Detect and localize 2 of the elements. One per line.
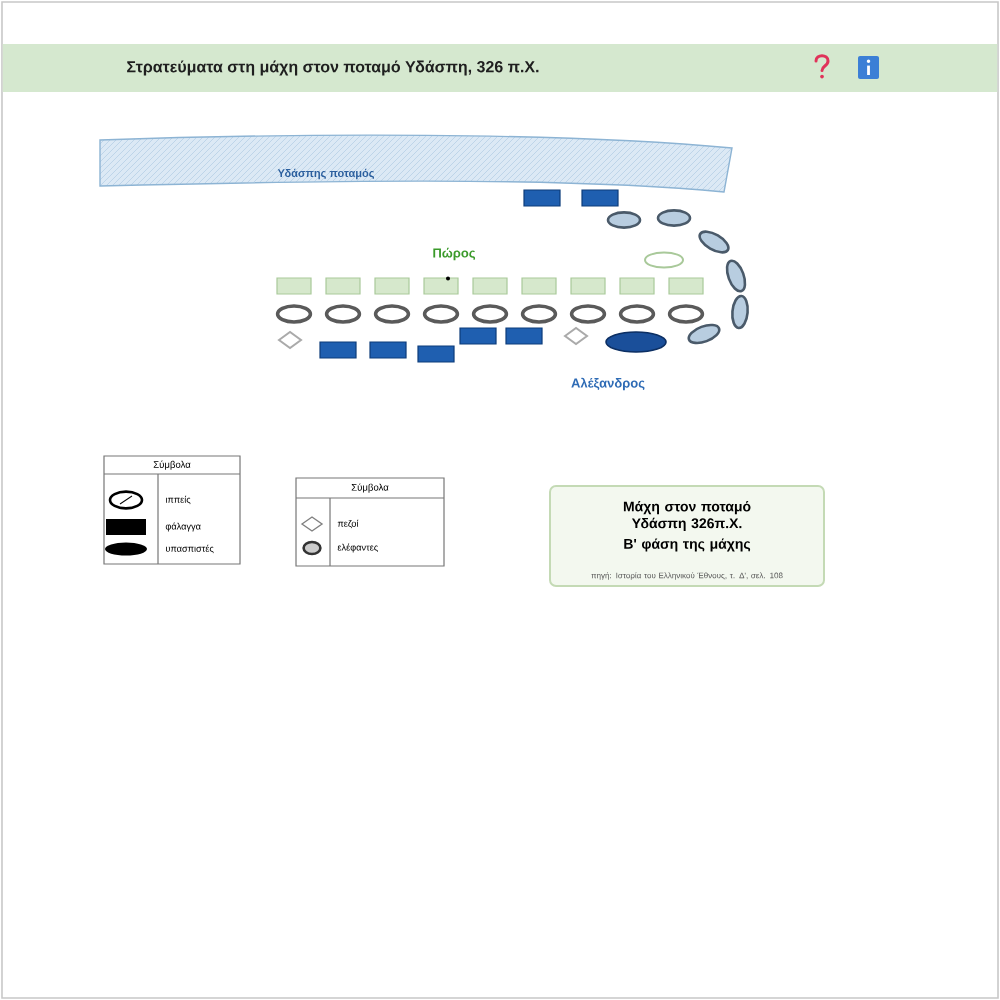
- info-box: [549, 485, 825, 587]
- title: Στρατεύματα στη μάχη στον ποταμό Υδάσπη, 326 π.Χ.: [127, 60, 539, 76]
